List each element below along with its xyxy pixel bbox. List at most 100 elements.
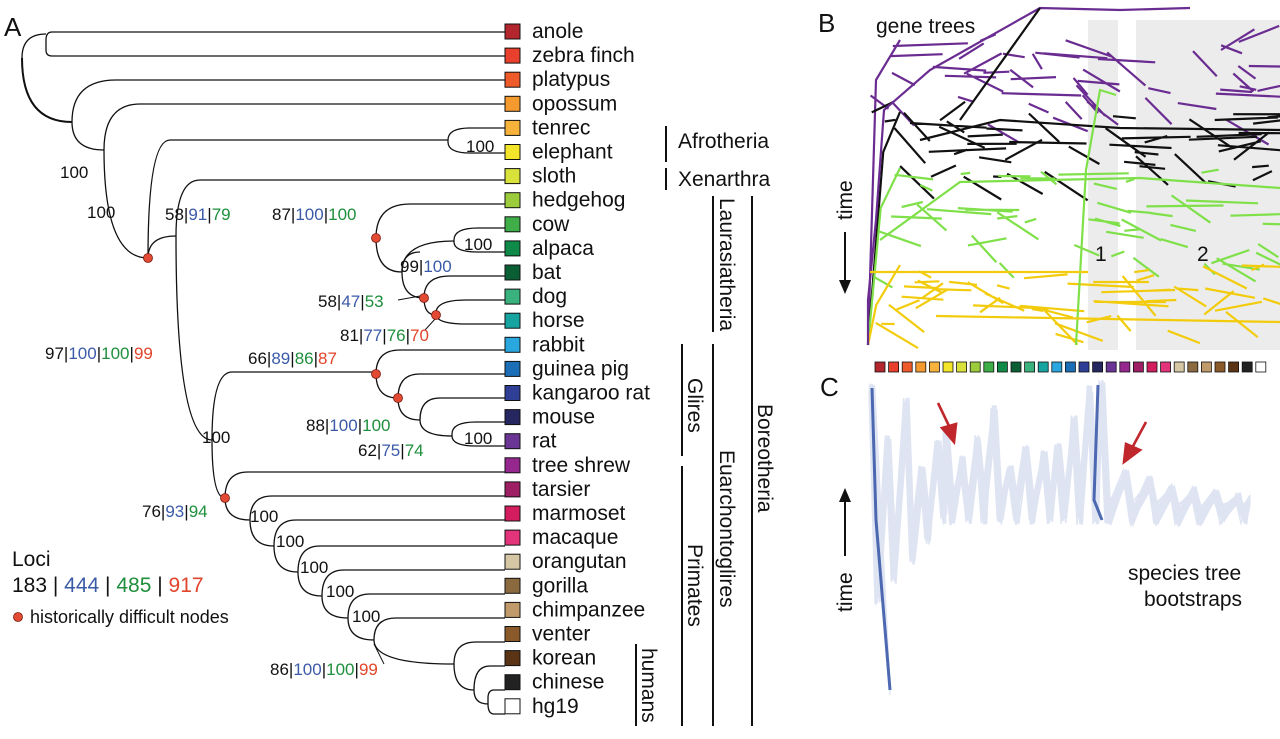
branch-chinese-hg19: [473, 689, 489, 705]
taxon-swatch-horse: [504, 312, 521, 329]
label-pointers: [373, 295, 437, 665]
taxon-swatch-rabbit: [504, 336, 521, 353]
taxon-swatch-sloth: [504, 168, 521, 185]
clade-humans: humans: [637, 648, 660, 723]
branch-korean: [473, 665, 505, 691]
taxon-label-hg19: hg19: [532, 695, 579, 718]
support-homininae: 100: [352, 607, 380, 626]
taxon-swatch-chinese: [504, 674, 521, 691]
taxon-swatch-guinea-pig: [504, 360, 521, 377]
clade-afrotheria: Afrotheria: [678, 130, 769, 153]
gene-trees-title: gene trees: [876, 15, 975, 38]
branch-catarrhini: [273, 545, 299, 573]
bootstrap-label-line1: species tree: [1128, 562, 1241, 585]
taxon-label-platypus: platypus: [532, 68, 610, 91]
bootstrap-strong-branches: [870, 384, 1104, 691]
red-arrow-1-head: [939, 422, 958, 446]
support-81: 81|77|76|70: [340, 326, 429, 345]
region-2-shade: [1136, 20, 1280, 350]
clade-xenarthra: Xenarthra: [678, 168, 771, 191]
taxon-label-macaque: macaque: [532, 526, 618, 549]
branch-rabbit: [375, 349, 505, 375]
branch-sloth: [175, 179, 505, 237]
branch-root-mammal: [21, 57, 73, 123]
taxon-label-elephant: elephant: [532, 141, 613, 164]
taxon-swatch-alpaca: [504, 240, 521, 257]
taxon-swatch-platypus: [504, 71, 521, 88]
strip-swatch-dog: [1024, 361, 1035, 373]
strip-swatch-horse: [1037, 361, 1049, 373]
legend-node-dot: [13, 612, 23, 622]
clade-labels: Afrotheria Xenarthra Laurasiatheria Glir…: [637, 130, 776, 723]
node-dog-horse: [431, 310, 441, 320]
species-tree: [21, 31, 505, 715]
taxon-label-alpaca: alpaca: [532, 237, 594, 260]
strip-swatch-venter: [1214, 361, 1226, 373]
support-primates: 100: [250, 507, 278, 526]
taxon-color-strip: [874, 361, 1267, 373]
support-97: 97|100|100|99: [45, 344, 153, 363]
support-76: 76|93|94: [142, 502, 208, 521]
strip-swatch-rat: [1105, 361, 1117, 373]
branch-opossum: [103, 103, 505, 151]
strip-swatch-cow: [983, 361, 995, 373]
red-arrows: [936, 402, 1148, 465]
bootstrap-label-line2: bootstraps: [1144, 588, 1242, 611]
gene-tree-black-frame: [919, 7, 1280, 142]
strip-swatch-marmoset: [1146, 361, 1158, 373]
branch-gorilla: [347, 593, 505, 619]
branch-root-amniote: [21, 33, 47, 59]
branch-hidden-3: [176, 236, 190, 300]
strip-swatch-orangutan: [1173, 361, 1185, 373]
pointer-58b: [397, 295, 421, 301]
strip-swatch-elephant: [942, 361, 954, 373]
branch-hidden-8: [212, 300, 240, 440]
branch-hedgehog: [375, 203, 505, 239]
strip-swatch-opossum: [915, 361, 927, 373]
pointer-86: [373, 643, 385, 665]
gene-tree-purple-frame: [866, 6, 1191, 345]
strip-swatch-sloth: [956, 361, 967, 373]
s97-black: 97: [45, 344, 64, 363]
support-88: 88|100|100: [306, 416, 391, 435]
taxon-swatch-orangutan: [504, 553, 521, 570]
taxon-swatch-tarsier: [504, 481, 521, 498]
taxon-label-marmoset: marmoset: [532, 502, 626, 525]
panel-label-c: C: [820, 372, 839, 402]
taxon-swatch-elephant: [504, 144, 521, 160]
gene-tree-yellow-frame: [870, 270, 1280, 324]
branch-tree-shrew: [224, 471, 505, 499]
strip-swatch-tarsier: [1133, 361, 1144, 373]
strip-swatch-chimpanzee: [1201, 361, 1212, 373]
legend-counts: 183 | 444 | 485 | 917: [12, 574, 204, 597]
strip-swatch-guinea-pig: [1065, 361, 1076, 373]
taxon-swatch-venter: [504, 626, 521, 642]
taxon-swatch-macaque: [504, 529, 521, 546]
taxon-swatch-chimpanzee: [504, 601, 521, 618]
taxon-label-hedgehog: hedgehog: [532, 189, 625, 212]
taxon-swatch-hedgehog: [504, 192, 521, 209]
support-mammal: 100: [60, 163, 88, 182]
branch-hidden-4: [212, 316, 240, 440]
bootstrap-cloud-lines: [868, 379, 1251, 695]
strip-swatch-zebra-finch: [888, 361, 899, 373]
strip-swatch-chinese: [1241, 361, 1253, 373]
taxon-label-anole: anole: [532, 20, 583, 43]
taxon-swatch-tree-shrew: [504, 457, 521, 474]
branch-chimpanzee: [373, 617, 505, 641]
node-euarchonta: [220, 493, 230, 503]
clade-bars: [635, 126, 753, 726]
taxon-swatch-bat: [504, 264, 521, 281]
gene-tree-lines: [866, 6, 1280, 350]
branch-dog-horse: [435, 299, 505, 325]
taxon-label-dog: dog: [532, 285, 567, 308]
taxon-label-tree-shrew: tree shrew: [532, 454, 631, 477]
taxon-label-sloth: sloth: [532, 165, 576, 188]
legend: Loci 183 | 444 | 485 | 917 historically …: [12, 548, 229, 627]
branch-platypus: [71, 79, 505, 123]
support-catarrhini: 100: [300, 558, 328, 577]
taxon-swatch-opossum: [504, 95, 521, 112]
taxon-swatch-dog: [504, 288, 521, 305]
taxon-swatch-rat: [504, 433, 521, 450]
